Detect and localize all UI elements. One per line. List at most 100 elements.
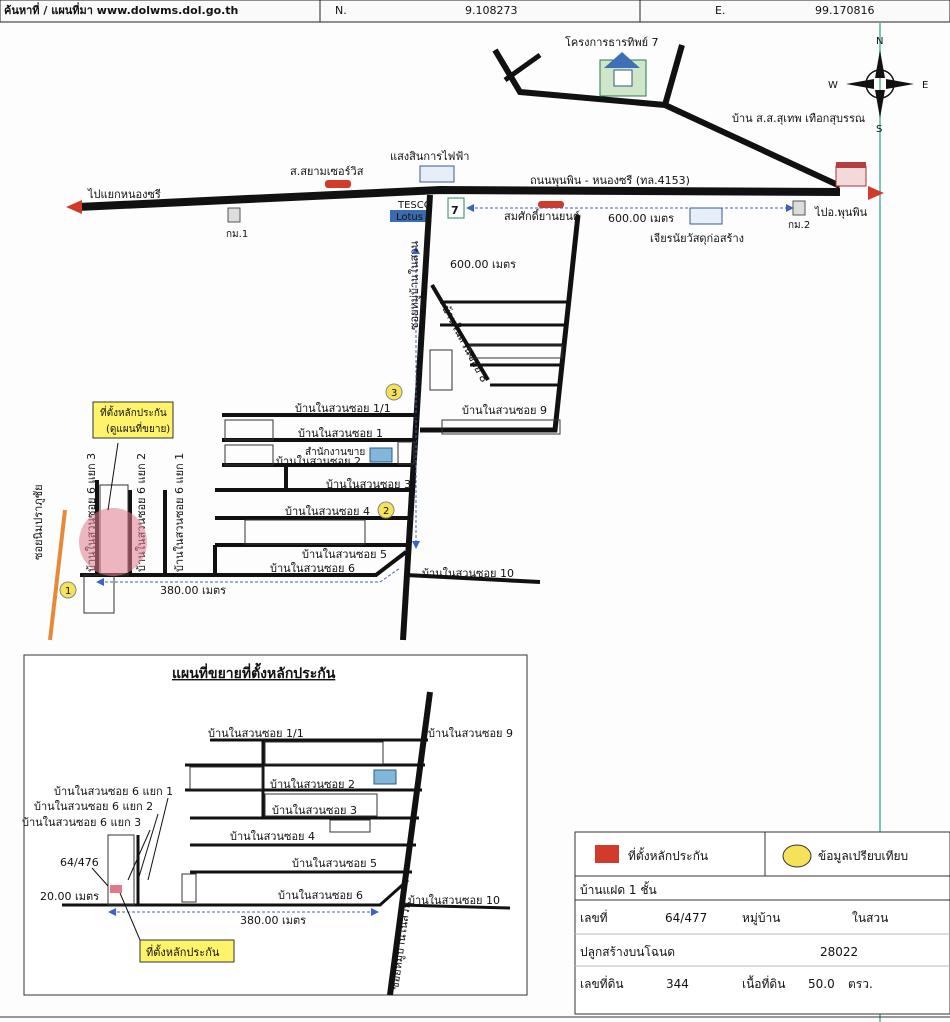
property-area-label: เนื้อที่ดิน [742, 975, 785, 991]
tesco-logo: TESCO Lotus [390, 200, 432, 223]
legend-collateral-label: ที่ตั้งหลักประกัน [628, 847, 708, 863]
sales-label: สำนักงานขาย [305, 447, 365, 458]
inset-soi6-1: บ้านในสวนซอย 6 แยก 1 [54, 785, 173, 798]
km2-icon [792, 200, 806, 216]
header-e-value: 99.170816 [815, 4, 875, 17]
legend-comparison-label: ข้อมูลเปรียบเทียบ [818, 849, 908, 864]
to-right-label: ไปอ.พุนพิน [814, 206, 868, 219]
inset-collateral-box [139, 939, 235, 963]
header-bar: ค้นหาที่ / แผนที่มา www.dolwms.dol.go.th… [0, 0, 950, 23]
property-village-value: ในสวน [852, 911, 888, 925]
compass-n: N [876, 36, 883, 47]
property-deed-label: ปลูกสร้างบนโฉนด [580, 945, 675, 960]
property-land-no-value: 344 [666, 977, 689, 991]
inset-soi1-1: บ้านในสวนซอย 1/1 [208, 727, 304, 740]
west-side-streets [80, 413, 541, 584]
soi1-1-label: บ้านในสวนซอย 1/1 [295, 402, 391, 415]
compass-rose: N S W E [828, 36, 928, 135]
hardware-icon [689, 207, 723, 225]
inset-soi3: บ้านในสวนซอย 3 [272, 804, 357, 817]
soi6-1-label: บ้านในสวนซอย 6 แยก 1 [173, 453, 186, 572]
property-area-value: 50.0 [808, 977, 835, 991]
inset-plot-number: 64/476 [60, 856, 99, 869]
inset-collateral-label: ที่ตั้งหลักประกัน [146, 944, 220, 959]
to-left-label: ไปแยกหนองซรี [87, 188, 161, 201]
siam-label: ส.สยามเซอร์วิส [290, 165, 364, 178]
legend-collateral-swatch [595, 845, 619, 863]
property-deed-value: 28022 [820, 945, 858, 959]
header-n-value: 9.108273 [465, 4, 518, 17]
inset-soi2: บ้านในสวนซอย 2 [270, 778, 355, 791]
header-e-label: E. [715, 4, 725, 17]
marker-3-text: 3 [391, 388, 397, 399]
car-shop-icon [538, 201, 564, 208]
marker-1-text: 1 [65, 586, 71, 597]
collateral-area [79, 508, 147, 576]
inset-soi4: บ้านในสวนซอย 4 [230, 830, 315, 843]
property-type: บ้านแฝด 1 ชั้น [580, 881, 657, 897]
km2-label: กม.2 [788, 220, 810, 231]
soi5-label: บ้านในสวนซอย 5 [302, 548, 387, 561]
inset-pointer-1 [147, 797, 169, 881]
inset-soi10: บ้านในสวนซอย 10 [408, 894, 500, 907]
electric-label: แสงสินการไฟฟ้า [390, 150, 469, 163]
inset-dist-20: 20.00 เมตร [40, 890, 99, 903]
seven-eleven-logo: 7 [447, 197, 465, 219]
inset-soi5: บ้านในสวนซอย 5 [292, 857, 377, 870]
soi3-label: บ้านในสวนซอย 3 [326, 478, 411, 491]
car-shop-label: สมศักดิ์ยานยนต์ [504, 208, 580, 223]
temple-label: เจียรนัยวัสดุก่อสร้าง [650, 232, 744, 245]
inset-soi6-3: บ้านในสวนซอย 6 แยก 3 [22, 816, 141, 829]
inset-soi9: บ้านในสวนซอย 9 [428, 727, 513, 740]
km1-label: กม.1 [226, 229, 248, 240]
compass-e: E [922, 80, 928, 91]
marker-3: 3 [385, 383, 403, 401]
car-icon [325, 180, 351, 188]
property-no-label: เลขที่ [580, 909, 608, 925]
lotus-text: Lotus [396, 212, 423, 223]
compass-w: W [828, 80, 838, 91]
collateral-note-box: ที่ตั้งหลักประกัน (ดูแผนที่ขยาย) [92, 401, 174, 439]
soi9-label: บ้านในสวนซอย 9 [462, 404, 547, 417]
inset-soi6-2: บ้านในสวนซอย 6 แยก 2 [34, 800, 153, 813]
header-source: ค้นหาที่ / แผนที่มา www.dolwms.dol.go.th [4, 2, 238, 17]
inset-soi6: บ้านในสวนซอย 6 [278, 889, 363, 902]
inset-plot-pointer [91, 867, 109, 887]
km1-icon [227, 207, 241, 223]
property-info-panel: ที่ตั้งหลักประกัน ข้อมูลเปรียบเทียบ บ้าน… [574, 831, 950, 1015]
left-orange-road [48, 509, 67, 641]
property-area-unit: ตรว. [848, 977, 873, 991]
legend-comparison-swatch [782, 844, 812, 868]
shop-icon [835, 162, 867, 187]
soi-main-label: ซอยหมู่บ้านในสวน [408, 241, 421, 330]
soi-left-label: ซอยนิมปราภูชัย [32, 484, 45, 560]
marker-2-text: 2 [383, 506, 389, 517]
inset-sales-icon [373, 769, 397, 785]
property-village-label: หมู่บ้าน [742, 911, 780, 926]
blue-arrow-vertical [412, 246, 420, 549]
inset-dist-380: 380.00 เมตร [240, 914, 306, 927]
marker-1: 1 [59, 581, 77, 599]
main-road [66, 185, 884, 214]
top-roads [492, 44, 842, 189]
property-land-no-label: เลขที่ดิน [580, 975, 624, 991]
marker-2: 2 [377, 501, 395, 519]
sales-office-icon [369, 447, 393, 463]
seven-text: 7 [451, 204, 459, 217]
inset-pointer-3 [127, 829, 151, 881]
inset-pointer-2 [137, 813, 159, 881]
dist-380-label: 380.00 เมตร [160, 584, 226, 597]
project-label: โครงการธารทิพย์ 7 [565, 35, 659, 49]
house-right-label: บ้าน ส.ส.สุเทพ เทือกสุบรรณ [732, 112, 865, 125]
main-road-label: ถนนพุนพิน - หนองซรี (ทล.4153) [530, 174, 690, 187]
soi4-label: บ้านในสวนซอย 4 [285, 505, 370, 518]
building-icon [419, 165, 455, 183]
collateral-pointer [107, 442, 119, 511]
collateral-note-2: (ดูแผนที่ขยาย) [106, 421, 170, 435]
dist-600-horizontal: 600.00 เมตร [608, 212, 674, 225]
inset-380-arrow [108, 908, 379, 916]
header-n-label: N. [335, 4, 347, 17]
property-no-value: 64/477 [665, 911, 707, 925]
